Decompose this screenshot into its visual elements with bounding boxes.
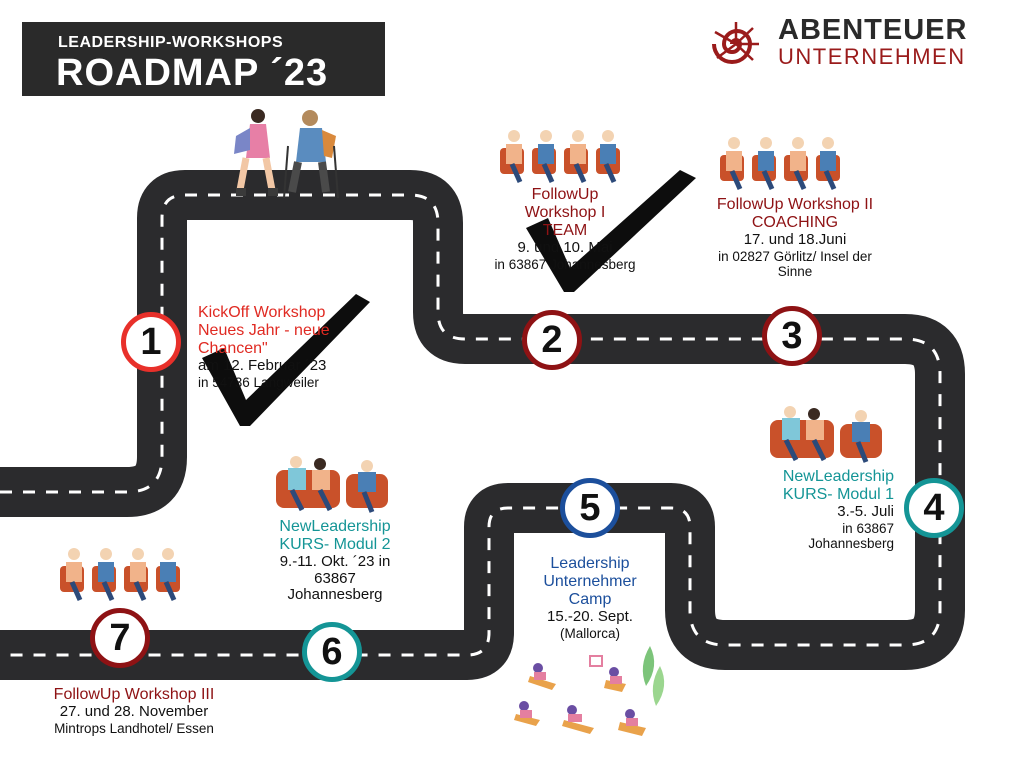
stop-label-7: FollowUp Workshop III 27. und 28. Novemb… — [14, 686, 254, 736]
stop-marker-2: 2 — [522, 310, 582, 370]
stop-3-date: 17. und 18.Juni — [743, 230, 847, 248]
stop-label-3: FollowUp Workshop II COACHING 17. und 18… — [680, 196, 910, 279]
stop-number-2: 2 — [541, 318, 563, 361]
title-banner: LEADERSHIP-WORKSHOPS ROADMAP ´23 — [22, 22, 385, 96]
stop-6-title-line-1: NewLeadership — [279, 518, 391, 535]
stop-7-place: Mintrops Landhotel/ Essen — [54, 720, 214, 736]
stop-label-5: Leadership Unternehmer Camp 15.-20. Sept… — [520, 555, 660, 641]
stop-2-title-line-2: Workshop I — [524, 203, 606, 221]
stop-marker-5: 5 — [560, 478, 620, 538]
seated-group-illustration — [500, 130, 620, 184]
stop-5-title-line-2: Unternehmer — [543, 572, 637, 590]
stop-label-1: KickOff Workshop Neues Jahr - neue Chanc… — [198, 304, 388, 390]
stop-3-place-line-1: in 02827 Görlitz/ Insel der — [718, 248, 872, 264]
stop-5-date: 15.-20. Sept. — [547, 607, 633, 625]
stop-4-place-line-2: Johannesberg — [808, 535, 894, 551]
stop-2-title-line-1: FollowUp — [531, 186, 599, 203]
couch-group-illustration-4 — [770, 406, 882, 463]
brand-name-line2: UNTERNEHMEN — [778, 44, 966, 69]
stop-3-title-line-2: COACHING — [751, 213, 839, 231]
stop-number-3: 3 — [781, 314, 803, 357]
stop-5-title-line-3: Camp — [568, 590, 612, 608]
stop-number-5: 5 — [579, 486, 601, 529]
stop-4-place-line-1: in 63867 — [842, 520, 894, 536]
stop-4-title-line-1: NewLeadership — [782, 468, 894, 485]
seated-group-illustration-7 — [60, 548, 180, 602]
stop-7-date: 27. und 28. November — [59, 702, 209, 720]
stop-1-title-line-2: Neues Jahr - neue — [198, 321, 330, 339]
seated-group-illustration-3 — [720, 137, 840, 191]
stop-2-place: in 63867 Johannesberg — [494, 256, 636, 272]
stop-marker-1: 1 — [121, 312, 181, 372]
stop-number-1: 1 — [140, 320, 162, 363]
stop-number-6: 6 — [321, 630, 343, 673]
stop-2-title-line-3: TEAM — [542, 221, 588, 239]
stop-6-title-line-2: KURS- Modul 2 — [279, 535, 391, 553]
page-title: ROADMAP ´23 — [56, 52, 329, 94]
stop-4-date: 3.-5. Juli — [837, 502, 894, 520]
spiral-shell-logo-icon — [712, 22, 759, 64]
stop-4-title-line-2: KURS- Modul 1 — [782, 485, 894, 503]
stop-number-7: 7 — [109, 616, 131, 659]
stop-label-2: FollowUp Workshop I TEAM 9. und 10. Mai … — [470, 186, 660, 272]
stop-label-4: NewLeadership KURS- Modul 1 3.-5. Juli i… — [744, 468, 894, 551]
stop-5-place: (Mallorca) — [559, 625, 620, 641]
stop-2-date: 9. und 10. Mai — [517, 238, 613, 256]
brand-name-line1: ABENTEUER — [778, 14, 968, 46]
stop-label-6: NewLeadership KURS- Modul 2 9.-11. Okt. … — [250, 518, 420, 604]
stop-6-place: Johannesberg — [287, 586, 383, 604]
stop-6-date-line-1: 9.-11. Okt. ´23 in — [279, 552, 391, 570]
stop-3-title-line-1: FollowUp Workshop II — [716, 196, 874, 213]
checkmark-icon-stop-1 — [202, 294, 370, 426]
hikers-illustration — [234, 109, 339, 199]
stop-5-title-line-1: Leadership — [550, 555, 630, 572]
stop-1-place: in 54736 Langweiler — [198, 374, 319, 390]
couch-group-illustration-6 — [276, 456, 388, 513]
stop-1-title-line-1: KickOff Workshop — [198, 304, 326, 321]
title-subtitle: LEADERSHIP-WORKSHOPS — [58, 34, 284, 51]
stop-1-date: am 12. Februar ´23 — [198, 356, 327, 374]
stop-marker-7: 7 — [90, 608, 150, 668]
stop-1-title-line-3: Chancen" — [198, 339, 268, 357]
lounge-chairs-illustration — [514, 646, 665, 736]
stop-6-date-line-2: 63867 — [314, 569, 356, 587]
stop-3-place-line-2: Sinne — [777, 263, 813, 279]
stop-7-title-line-1: FollowUp Workshop III — [53, 686, 215, 703]
checkmark-icon-stop-2 — [526, 170, 696, 292]
stop-marker-3: 3 — [762, 306, 822, 366]
stop-marker-6: 6 — [302, 622, 362, 682]
stop-number-4: 4 — [923, 486, 945, 529]
stop-marker-4: 4 — [904, 478, 964, 538]
